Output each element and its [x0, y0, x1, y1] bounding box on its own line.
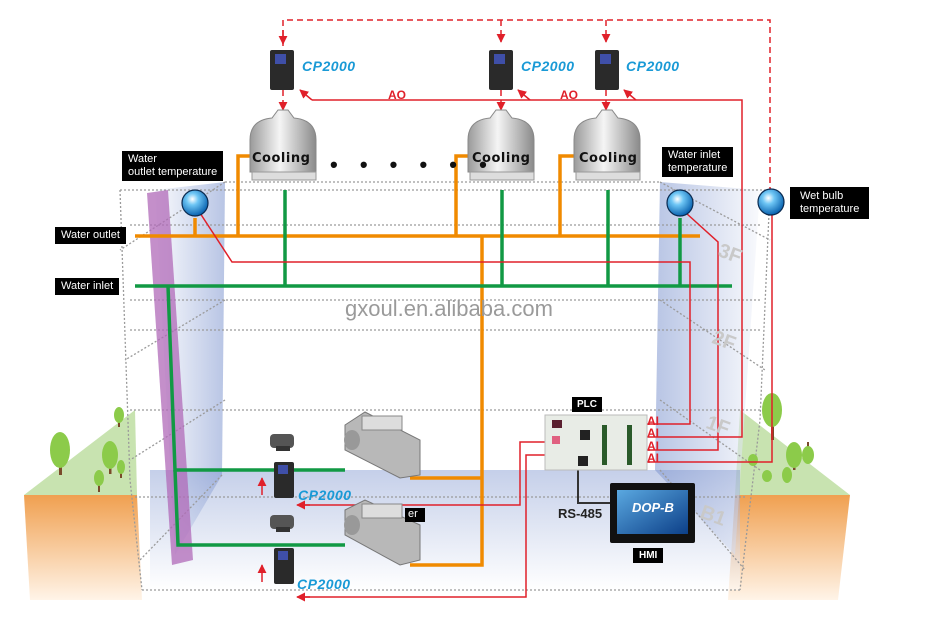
cooling-tower-label-1: Cooling [252, 151, 311, 166]
drive-label-top-1: CP2000 [302, 58, 356, 74]
drive-label-top-2: CP2000 [521, 58, 575, 74]
ground-right [728, 410, 850, 600]
water-outlet-temp-sensor [181, 189, 209, 217]
cooling-tower-2 [467, 109, 535, 181]
drive-top-1 [270, 50, 294, 90]
rs485-label: RS-485 [558, 506, 603, 521]
hmi-screen-text: DOP-B [632, 500, 674, 515]
hmi-panel [610, 483, 695, 543]
water-inlet-temp-label: Water inlet temperature [662, 147, 734, 177]
cooling-tower-label-3: Cooling [579, 151, 638, 166]
wet-bulb-temp-sensor [757, 188, 785, 216]
cooling-tower-1 [249, 109, 317, 181]
plc-label: PLC [572, 397, 602, 412]
drive-top-2 [489, 50, 513, 90]
drive-label-bottom-2: CP2000 [297, 576, 351, 592]
plc-unit [544, 414, 648, 471]
chiller-1 [344, 411, 421, 479]
more-towers-ellipsis: • • • • • • [330, 152, 495, 177]
ai-label-2: AI [647, 426, 659, 440]
chiller-label-box [405, 508, 425, 522]
drive-bottom-1 [274, 462, 294, 498]
ao-label-1: AO [388, 88, 406, 102]
chiller-2 [344, 499, 421, 566]
drive-bottom-2 [274, 548, 294, 584]
ai-label-4: AI [647, 451, 659, 465]
ai-label-1: AI [647, 414, 659, 428]
water-outlet-temp-label: Water outlet temperature [122, 151, 224, 181]
water-outlet-pipes [135, 154, 700, 567]
ao-lines [299, 89, 743, 200]
water-outlet-label: Water outlet [55, 227, 126, 244]
hmi-label: HMI [633, 548, 664, 563]
cooling-tower-3 [573, 109, 641, 181]
drive-top-3 [595, 50, 619, 90]
drive-label-top-3: CP2000 [626, 58, 680, 74]
wet-bulb-temp-label: Wet bulb temperature [790, 187, 870, 219]
ground-left [24, 410, 142, 600]
watermark: gxoul.en.alibaba.com [345, 296, 553, 321]
cooling-tower-label-2: Cooling [472, 151, 531, 166]
ai-signal-lines [199, 200, 773, 598]
water-inlet-label: Water inlet [55, 278, 120, 295]
trees-left [50, 407, 125, 492]
ai-label-3: AI [647, 439, 659, 453]
ao-label-2: AO [560, 88, 578, 102]
pump-motor-1 [270, 434, 294, 451]
pump-motor-2 [270, 515, 294, 532]
chiller-partial-label: er [408, 508, 418, 520]
water-inlet-temp-sensor [666, 189, 694, 217]
rs485-cable [577, 470, 610, 504]
drive-label-bottom-1: CP2000 [298, 487, 352, 503]
